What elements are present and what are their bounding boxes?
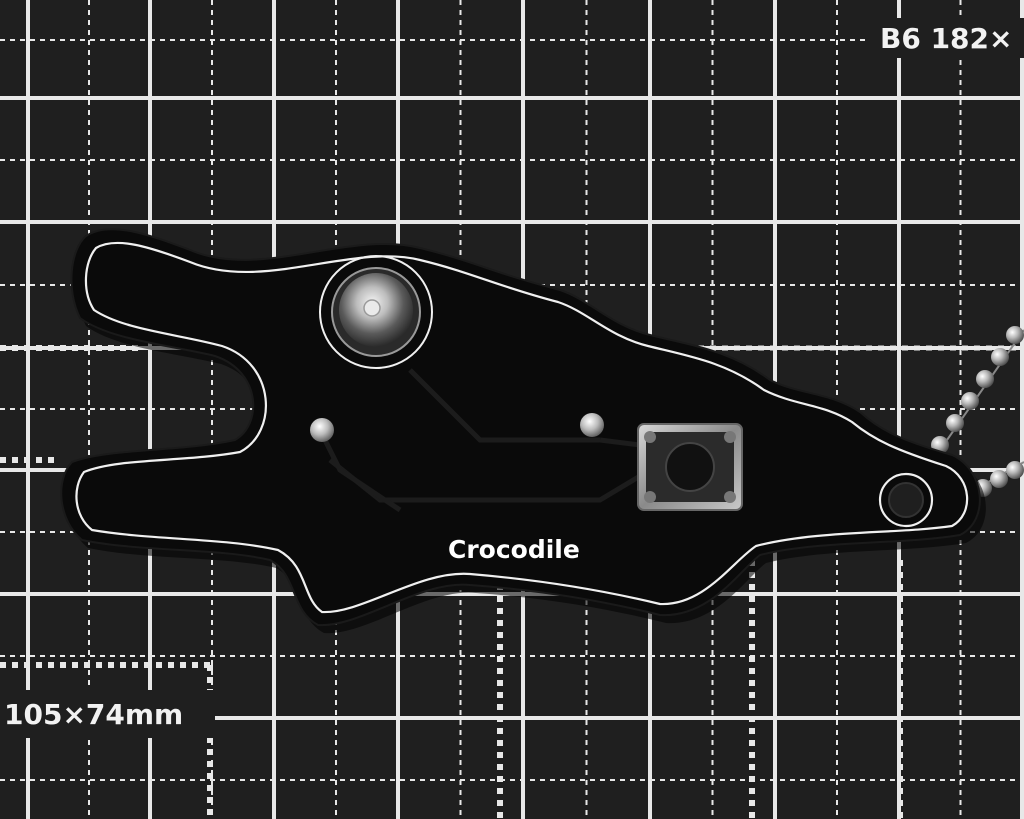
- chain-bead: [991, 348, 1009, 366]
- mat-label-bg-bottom: [0, 690, 215, 738]
- silkscreen-label: Crocodile: [448, 535, 580, 564]
- pcb-body: [60, 228, 981, 627]
- chain-bead: [990, 470, 1008, 488]
- switch-button: [665, 442, 715, 492]
- chain-bead: [961, 392, 979, 410]
- led-silk-ring: [319, 255, 433, 369]
- pcb-traces: [317, 368, 652, 513]
- keyring-hole-silk: [878, 472, 934, 528]
- tactile-switch: [637, 423, 743, 511]
- solder-pad-left: [310, 418, 334, 442]
- solder-pad-middle: [580, 413, 604, 437]
- led-die: [363, 299, 381, 317]
- mat-label-bottom-left: 105×74mm: [4, 698, 183, 731]
- chain-bead: [946, 414, 964, 432]
- mat-label-top-right: B6 182×: [880, 22, 1012, 55]
- silkscreen-outline: [75, 241, 969, 614]
- mat-label-bg-top: [868, 18, 1024, 58]
- keyring-hole: [888, 482, 924, 518]
- chain-bead: [1006, 461, 1024, 479]
- chain-bead: [1006, 326, 1024, 344]
- chain-bead: [976, 370, 994, 388]
